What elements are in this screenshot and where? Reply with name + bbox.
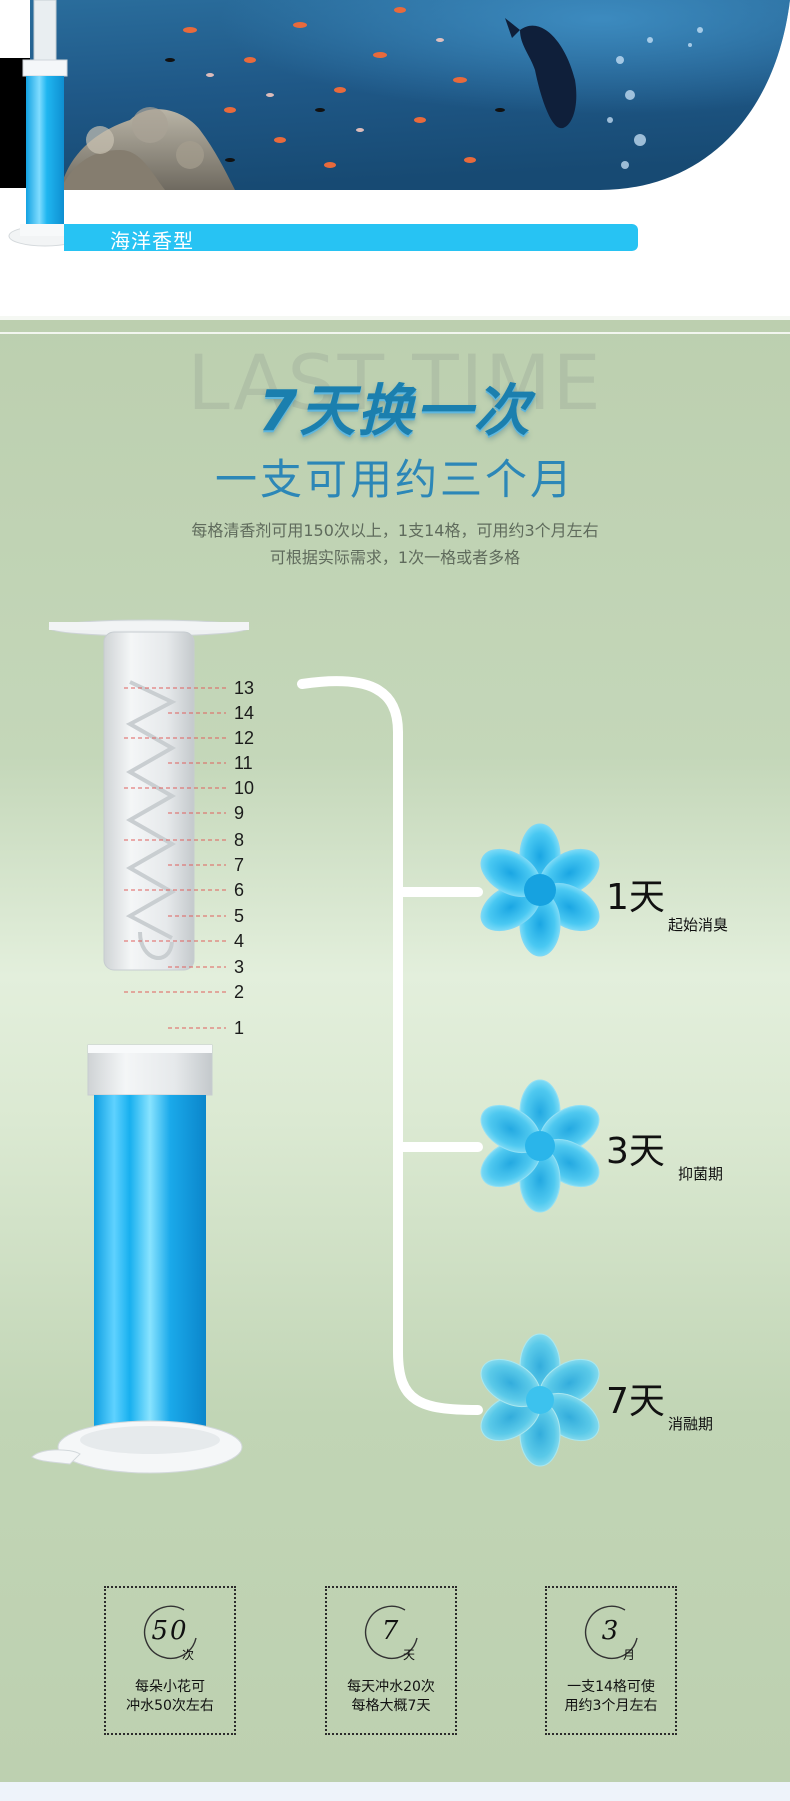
product-diagram (31, 619, 600, 1474)
headline: 7天换一次 (258, 379, 532, 444)
stat-card: 7 天 每天冲水20次 每格大概7天 (325, 1586, 457, 1735)
top-banner: 海洋香型 (0, 0, 790, 316)
tube-tick-label: 10 (234, 778, 255, 798)
tube-tick-label: 6 (234, 880, 245, 900)
ocean-photo (30, 0, 790, 190)
flower-1-icon (480, 823, 600, 957)
tube-tick-label: 2 (234, 982, 245, 1002)
stat-unit: 天 (403, 1648, 416, 1662)
stat-number: 50 (151, 1616, 189, 1646)
bottom-band (0, 1782, 790, 1801)
tube-tick-label: 8 (234, 830, 245, 850)
stat-card: 3 月 一支14格可使 用约3个月左右 (545, 1586, 677, 1735)
stat-number: 7 (381, 1616, 401, 1646)
flower-3-icon (480, 1079, 600, 1213)
stat-text: 用约3个月左右 (564, 1698, 658, 1714)
tube-tick-label: 5 (234, 906, 245, 926)
stat-number: 3 (601, 1616, 621, 1646)
tube-tick-label: 12 (234, 728, 255, 748)
stat-text: 每天冲水20次 (347, 1679, 435, 1695)
tube-tick-label: 3 (234, 957, 245, 977)
stat-text: 冲水50次左右 (126, 1698, 214, 1714)
product-tube-image (8, 0, 78, 247)
background-watermark: LAST TIME (187, 338, 603, 427)
stage-day-3: 3天 (606, 1131, 665, 1172)
flower-7-icon (480, 1333, 600, 1467)
tube-tick-label: 4 (234, 931, 245, 951)
stat-text: 每朵小花可 (135, 1679, 205, 1695)
scent-label: 海洋香型 (110, 229, 194, 253)
stat-text: 每格大概7天 (351, 1698, 431, 1714)
stat-card: 50 次 每朵小花可 冲水50次左右 (104, 1586, 236, 1735)
tube-tick-label: 13 (234, 678, 255, 698)
scent-label-bar: 海洋香型 (64, 224, 638, 253)
circle-outline-icon (364, 1605, 418, 1659)
subheadline: 一支可用约三个月 (214, 455, 575, 504)
stage-label-1: 起始消臭 (668, 916, 729, 934)
tube-tick-label: 7 (234, 855, 245, 875)
stage-label-3: 抑菌期 (678, 1165, 724, 1183)
stat-unit: 次 (182, 1648, 195, 1662)
circle-outline-icon (584, 1605, 638, 1659)
stat-unit: 月 (623, 1648, 636, 1662)
circle-outline-icon (143, 1605, 197, 1659)
tube-tick-label: 9 (234, 803, 245, 823)
divider-stripe (0, 332, 790, 334)
stage-day-7: 7天 (606, 1381, 665, 1422)
stat-text: 一支14格可使 (567, 1679, 655, 1695)
description-line: 可根据实际需求，1次一格或者多格 (269, 548, 521, 567)
photo-edge (0, 58, 30, 188)
tube-tick-label: 14 (234, 703, 255, 723)
divider-stripe (0, 316, 790, 320)
stage-label-7: 消融期 (668, 1415, 714, 1433)
tube-tick-label: 1 (234, 1018, 245, 1038)
stage-day-1: 1天 (606, 877, 665, 918)
description-line: 每格清香剂可用150次以上，1支14格，可用约3个月左右 (191, 521, 599, 540)
tube-tick-label: 11 (234, 753, 253, 773)
